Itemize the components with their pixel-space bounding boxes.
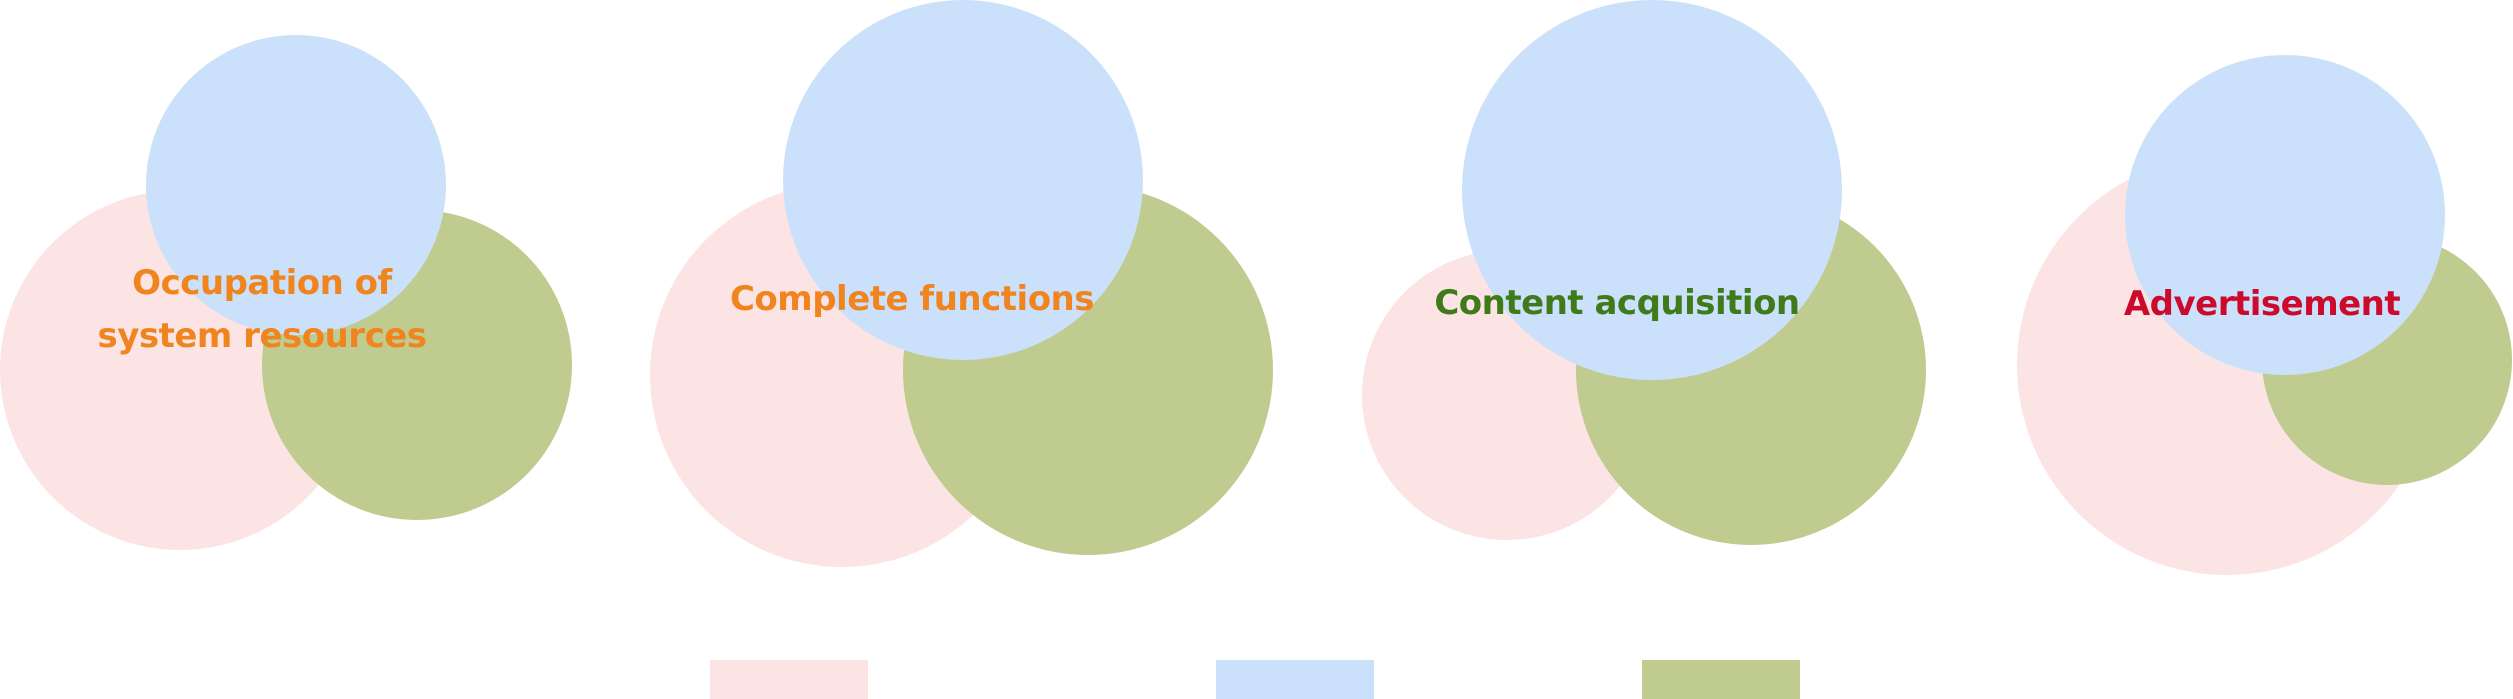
venn-label: Occupation of system resources <box>97 263 426 356</box>
venn-circle-blue <box>146 35 446 335</box>
venn-circle-blue <box>2125 55 2445 375</box>
venn-label-line: Occupation of <box>132 263 393 303</box>
venn-label: Content acquisition <box>1434 283 1799 323</box>
legend <box>710 660 1800 699</box>
venn-label: Complete functions <box>730 279 1094 319</box>
venn-group-1: Occupation of system resources <box>0 35 572 550</box>
legend-swatch-blue <box>1216 660 1374 699</box>
venn-label-line: Complete functions <box>730 279 1094 319</box>
legend-swatch-green <box>1642 660 1800 699</box>
venn-label-line: Advertisement <box>2124 284 2401 324</box>
venn-label-line: system resources <box>97 316 426 356</box>
venn-group-4: Advertisement <box>2017 55 2512 575</box>
venn-group-3: Content acquisition <box>1362 0 1926 545</box>
venn-circle-blue <box>783 0 1143 360</box>
venn-group-2: Complete functions <box>650 0 1273 567</box>
venn-label: Advertisement <box>2124 284 2401 324</box>
venn-label-line: Content acquisition <box>1434 283 1799 323</box>
venn-circle-blue <box>1462 0 1842 380</box>
legend-swatch-pink <box>710 660 868 699</box>
